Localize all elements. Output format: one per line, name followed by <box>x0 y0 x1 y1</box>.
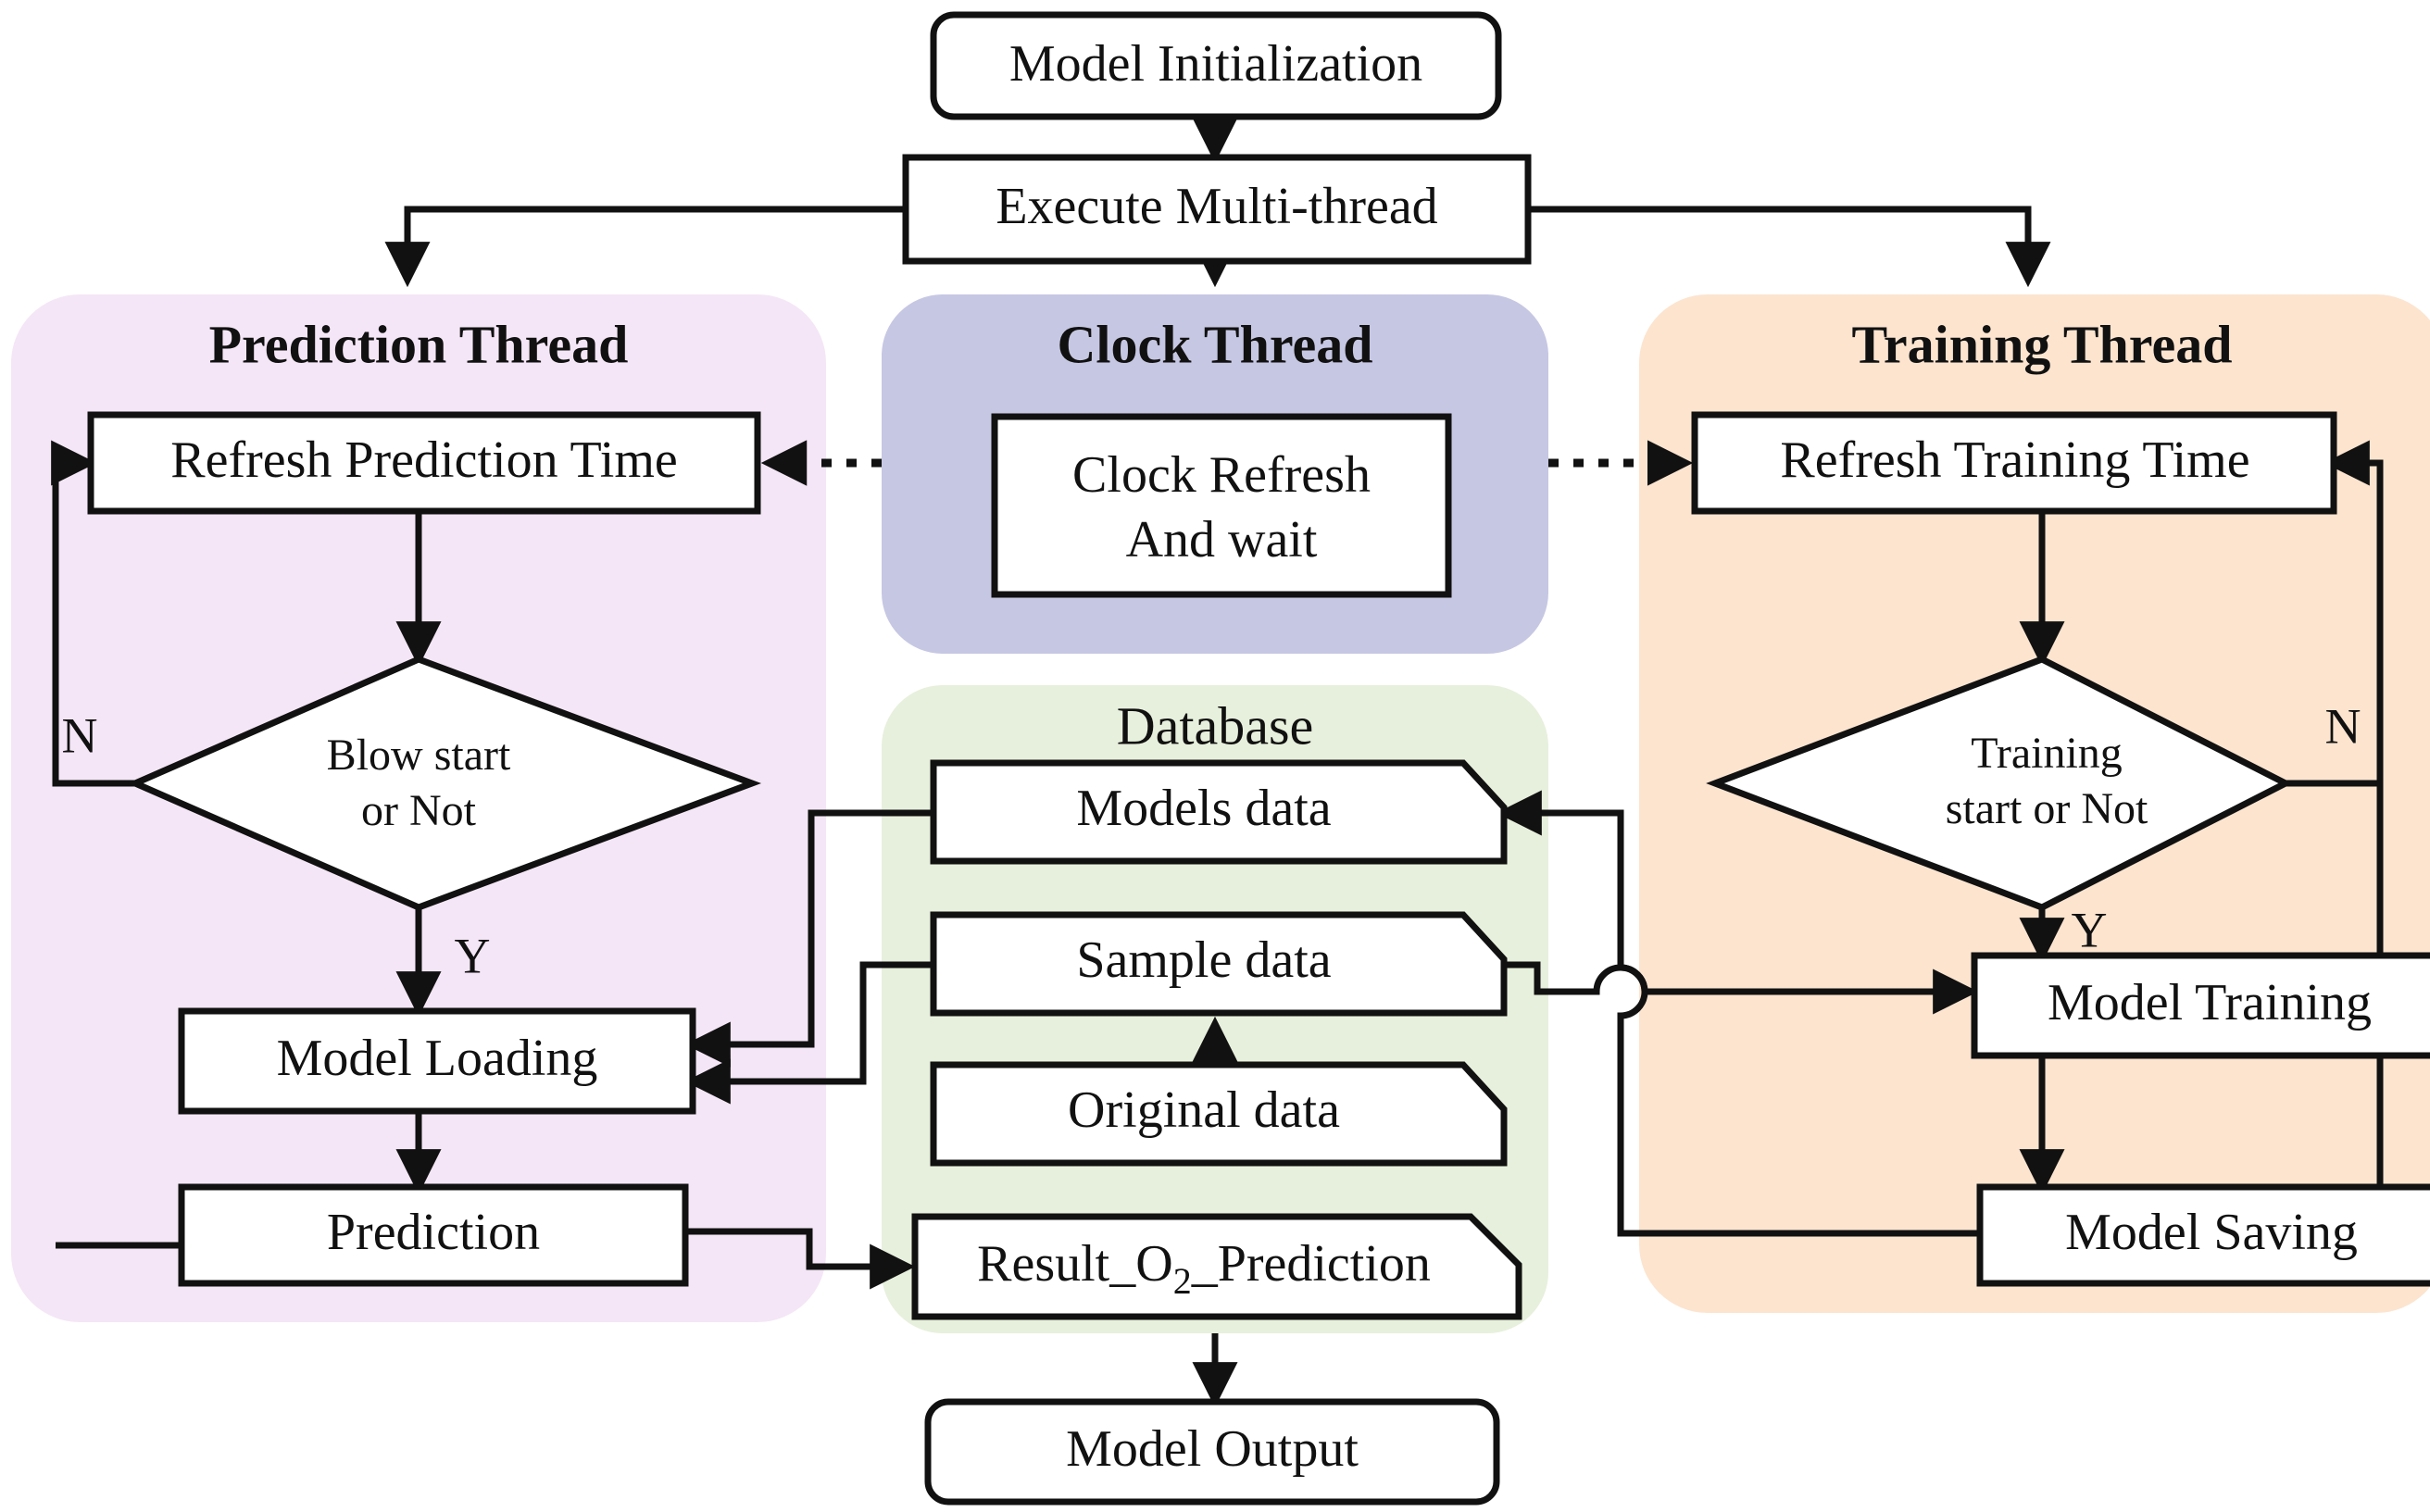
node-model-saving[interactable] <box>1976 1183 2430 1287</box>
edge-models-data-to-model-loading <box>684 809 933 1068</box>
node-blow-start-decision[interactable] <box>127 656 762 911</box>
panel-label-training-thread: Training Thread <box>1852 314 2233 374</box>
node-model-saving-label: Model Saving <box>2065 1204 2358 1261</box>
node-blow-start-decision-line2: or Not <box>361 786 477 835</box>
node-clock-refresh-line1: Clock Refresh <box>1072 446 1371 504</box>
node-sample-data-label: Sample data <box>1076 931 1331 989</box>
edge-execute-to-training <box>1528 206 2051 288</box>
panel-label-prediction-thread: Prediction Thread <box>209 314 629 374</box>
node-refresh-prediction-time-label: Refresh Prediction Time <box>170 431 678 489</box>
node-refresh-training-time-label: Refresh Training Time <box>1780 431 2249 489</box>
node-prediction[interactable] <box>178 1183 689 1287</box>
label-prediction-branch-yes: Y <box>455 928 491 983</box>
edge-execute-to-prediction <box>384 206 906 288</box>
node-original-data[interactable] <box>930 1061 1508 1167</box>
label-training-branch-yes: Y <box>2072 902 2108 957</box>
node-models-data-label: Models data <box>1076 780 1331 837</box>
node-execute-multithread-label: Execute Multi-thread <box>996 178 1437 235</box>
node-original-data-label: Original data <box>1068 1081 1340 1139</box>
node-model-output-label: Model Output <box>1066 1420 1359 1478</box>
node-refresh-training-time[interactable] <box>1691 411 2337 515</box>
node-result-o2-prediction[interactable] <box>911 1213 1522 1320</box>
node-clock-refresh-and-wait[interactable] <box>991 413 1452 598</box>
edge-sample-data-to-model-training <box>1504 961 1979 1015</box>
node-model-training-label: Model Training <box>2048 974 2372 1031</box>
edge-decision-no-feedback <box>51 440 135 787</box>
label-prediction-branch-no: N <box>62 707 98 763</box>
node-execute-multithread[interactable] <box>902 154 1532 265</box>
node-model-training[interactable] <box>1971 952 2430 1059</box>
node-training-start-decision-line1: Training <box>1971 729 2123 778</box>
label-training-branch-no: N <box>2325 698 2361 754</box>
node-model-loading-label: Model Loading <box>277 1030 598 1087</box>
panel-label-clock-thread: Clock Thread <box>1057 314 1372 374</box>
result-label-head: Result_O <box>977 1235 1173 1293</box>
result-label-tail: _Prediction <box>1191 1235 1431 1293</box>
node-prediction-label: Prediction <box>327 1204 540 1261</box>
node-model-loading[interactable] <box>178 1007 696 1115</box>
node-blow-start-decision-line1: Blow start <box>327 731 511 780</box>
node-clock-refresh-line2: And wait <box>1126 511 1318 569</box>
node-models-data[interactable] <box>930 759 1508 865</box>
node-model-initialization-label: Model Initialization <box>1009 35 1422 93</box>
edge-prediction-to-result <box>685 1228 916 1290</box>
panel-label-database: Database <box>1117 695 1314 756</box>
node-training-start-decision-line2: start or Not <box>1946 784 2148 833</box>
result-label-sub: 2 <box>1173 1260 1192 1302</box>
node-result-o2-prediction-label: Result_O2_Prediction <box>977 1235 1431 1302</box>
node-refresh-prediction-time[interactable] <box>87 411 761 515</box>
node-model-output[interactable] <box>924 1398 1500 1506</box>
node-training-start-decision[interactable] <box>1706 656 2293 911</box>
edge-sample-data-to-model-loading <box>684 961 933 1105</box>
node-model-initialization[interactable] <box>930 11 1502 120</box>
node-sample-data[interactable] <box>930 911 1508 1017</box>
